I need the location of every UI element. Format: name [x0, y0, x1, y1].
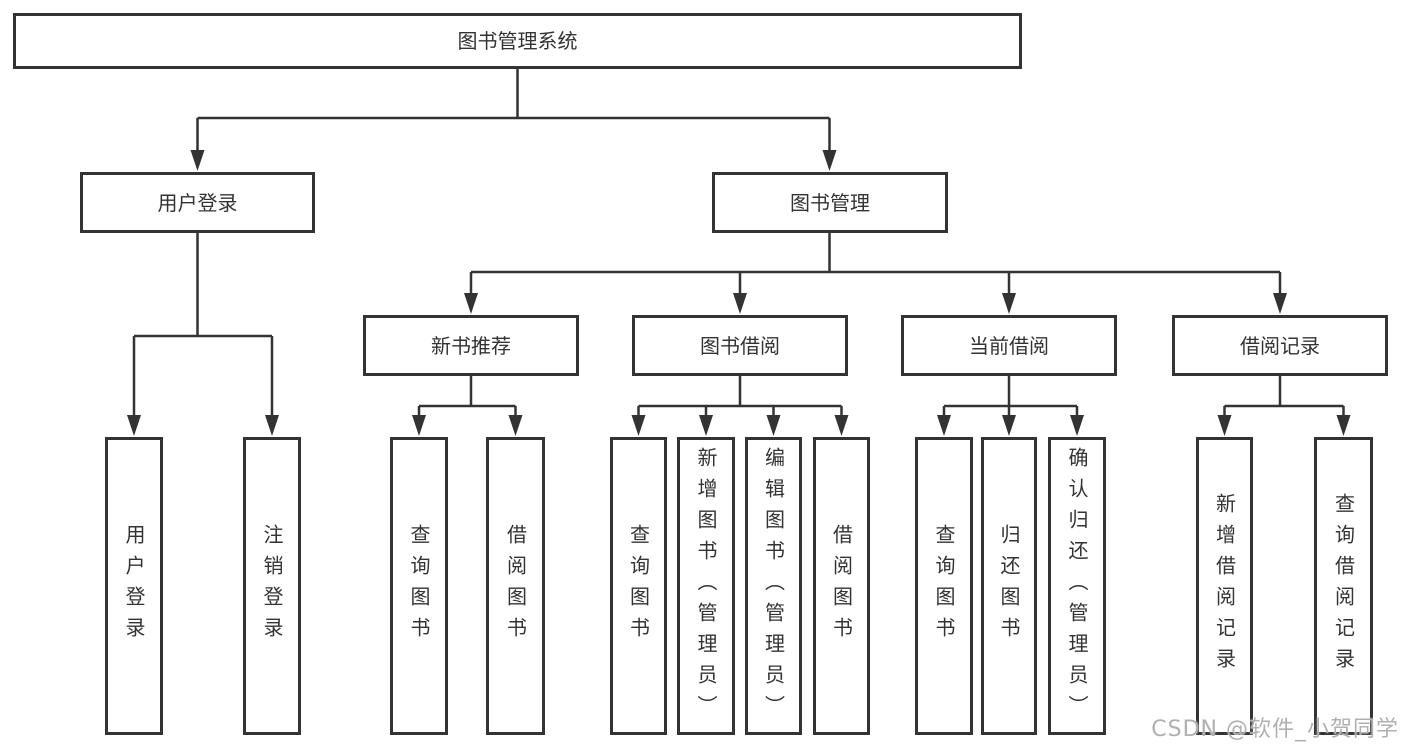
- leaf-return-books: 归还图书: [981, 437, 1037, 735]
- node-current-borrowing: 当前借阅: [901, 315, 1117, 376]
- node-label: 新增借阅记录: [1212, 493, 1237, 679]
- node-label: 用户登录: [157, 190, 238, 215]
- node-label: 查询借阅记录: [1331, 493, 1356, 679]
- leaf-logout: 注销登录: [243, 437, 301, 735]
- connector-root-to-level2: [196, 68, 831, 153]
- node-label: 查询图书: [626, 524, 651, 648]
- node-label: 新书推荐: [431, 333, 511, 358]
- node-label: 归还图书: [997, 524, 1021, 648]
- leaf-edit-book-admin: 编辑图书（管理员）: [745, 437, 802, 735]
- connector-book-borrowing-children: [637, 376, 843, 417]
- node-book-borrowing: 图书借阅: [632, 315, 848, 376]
- node-label: 图书管理系统: [457, 29, 578, 53]
- connector-user-login-children: [132, 233, 274, 417]
- leaf-query-books-current: 查询图书: [915, 437, 973, 735]
- leaf-query-books-newbook: 查询图书: [390, 437, 448, 735]
- leaf-add-borrow-record: 新增借阅记录: [1196, 437, 1253, 735]
- leaf-user-login: 用户登录: [105, 437, 163, 735]
- connector-new-book-children: [417, 376, 517, 417]
- node-label: 当前借阅: [969, 333, 1049, 358]
- connector-borrowing-records-children: [1223, 376, 1345, 417]
- node-label: 确认归还（管理员）: [1065, 446, 1089, 726]
- leaf-query-borrow-record: 查询借阅记录: [1314, 437, 1373, 735]
- node-user-login: 用户登录: [80, 172, 315, 233]
- node-label: 查询图书: [932, 524, 956, 648]
- node-borrowing-records: 借阅记录: [1172, 315, 1388, 376]
- leaf-query-books-borrow: 查询图书: [610, 437, 667, 735]
- node-label: 图书借阅: [700, 333, 780, 358]
- node-new-book-recommend: 新书推荐: [363, 315, 579, 376]
- node-label: 用户登录: [122, 524, 146, 648]
- node-label: 新增图书（管理员）: [694, 446, 718, 726]
- node-label: 借阅图书: [829, 524, 854, 648]
- node-label: 借阅图书: [503, 524, 528, 648]
- csdn-watermark: CSDN @软件_小贺同学: [1151, 717, 1399, 742]
- node-library-management-system: 图书管理系统: [13, 13, 1022, 69]
- node-label: 注销登录: [260, 524, 284, 648]
- leaf-add-book-admin: 新增图书（管理员）: [677, 437, 735, 735]
- connector-book-management-children: [469, 233, 1282, 296]
- leaf-borrow-books-newbook: 借阅图书: [486, 437, 545, 735]
- connector-current-borrowing-children: [942, 376, 1079, 417]
- node-label: 编辑图书（管理员）: [761, 446, 786, 726]
- node-label: 图书管理: [790, 190, 870, 215]
- leaf-confirm-return-admin: 确认归还（管理员）: [1048, 437, 1106, 735]
- node-label: 查询图书: [407, 524, 431, 648]
- node-label: 借阅记录: [1240, 333, 1320, 358]
- node-book-management: 图书管理: [712, 172, 948, 233]
- leaf-borrow-books-borrow: 借阅图书: [813, 437, 870, 735]
